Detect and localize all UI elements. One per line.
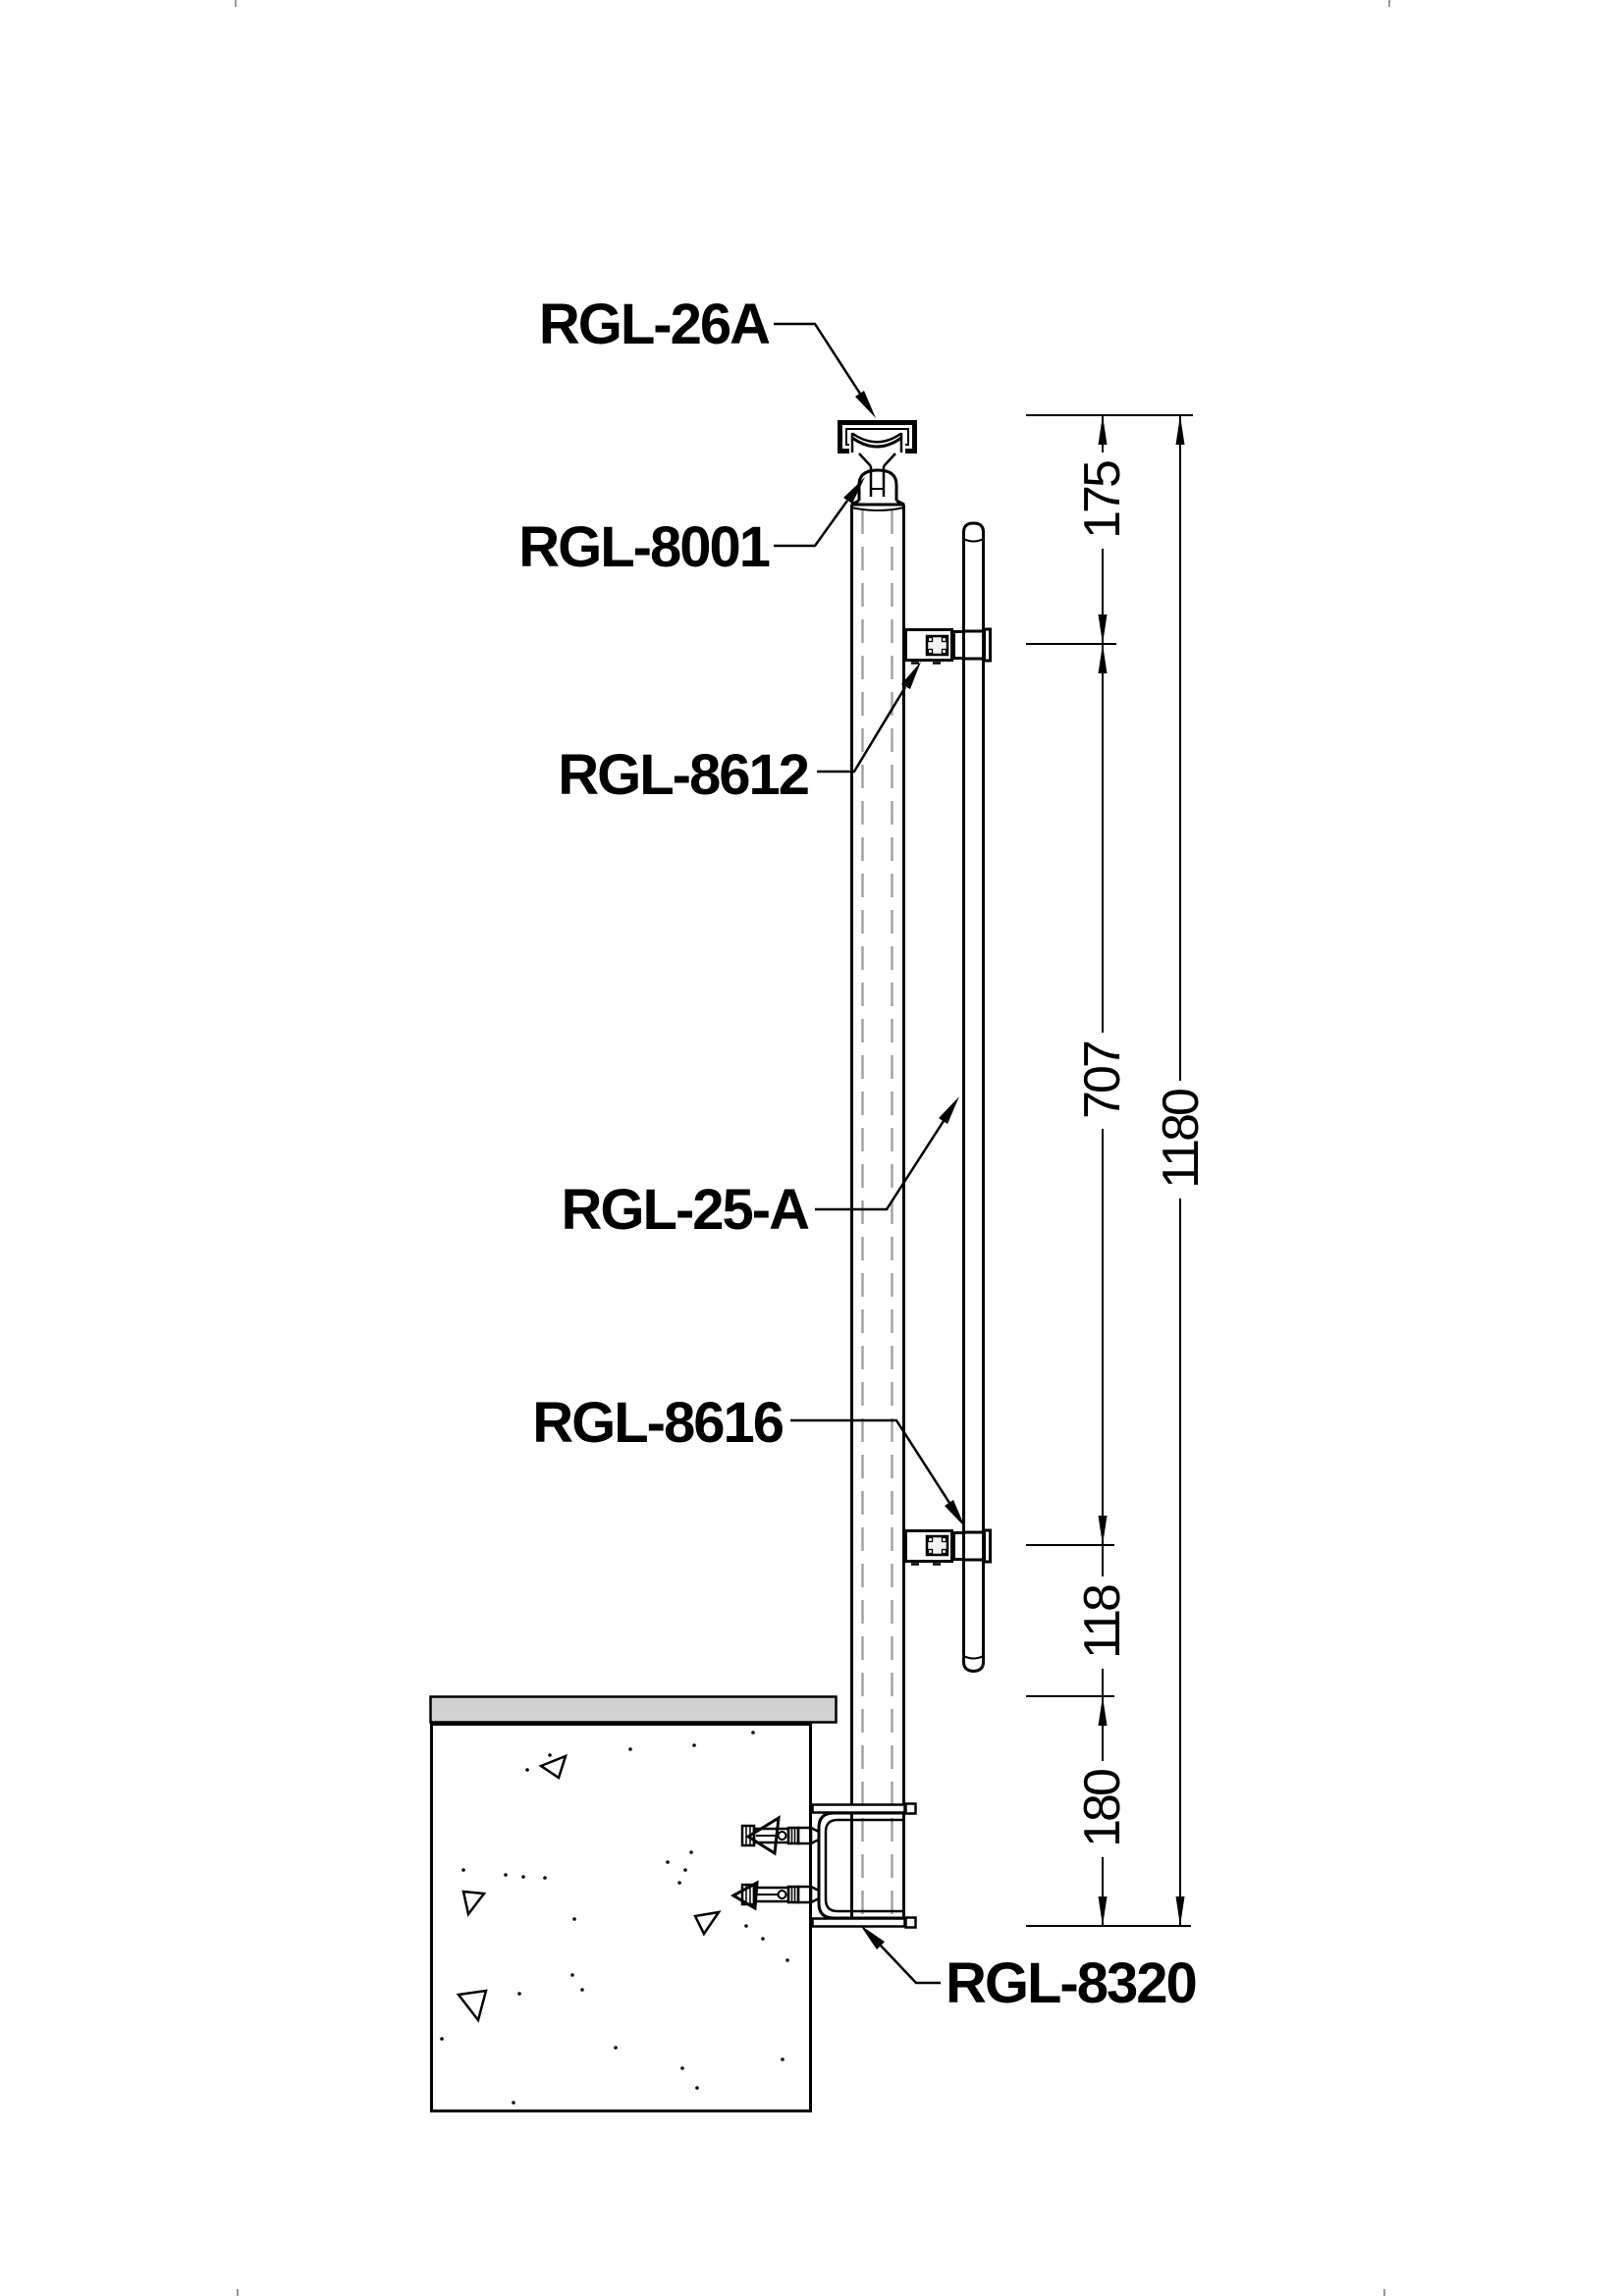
leader-upper-bracket — [817, 662, 921, 774]
page-corner-marks — [235, 0, 1390, 2296]
label-connector: RGL-8001 — [518, 515, 771, 579]
dim-1180: 1180 — [1153, 1081, 1210, 1199]
dim-line-stack — [1098, 415, 1108, 1926]
aggregate-triangles — [456, 1753, 722, 2023]
aggregate-triangle — [745, 1815, 781, 1856]
slab-top-band — [429, 1695, 838, 1724]
speckle-dots — [440, 1731, 789, 2105]
dim-175: 175 — [1074, 453, 1131, 549]
dim-707: 707 — [1074, 1033, 1131, 1129]
upper-bracket — [904, 627, 992, 665]
leader-connector — [774, 477, 865, 548]
concrete-slab — [430, 1723, 812, 2112]
anchor-bolt-lower — [730, 1880, 820, 1911]
anchor-bolt-upper — [740, 1815, 820, 1856]
lower-bracket — [904, 1528, 992, 1566]
leader-handrail — [815, 1096, 959, 1211]
leader-base-bracket — [860, 1925, 941, 1985]
aggregate-triangle — [730, 1880, 759, 1911]
post-centerlines — [861, 510, 893, 1914]
leader-lines — [774, 322, 965, 1985]
cap-saddle-arc — [850, 432, 903, 453]
leader-cap — [774, 322, 876, 418]
label-base-bracket: RGL-8320 — [946, 1951, 1198, 2015]
dim-118: 118 — [1074, 1576, 1131, 1669]
post — [850, 503, 905, 1918]
leader-lower-bracket — [790, 1418, 965, 1527]
label-lower-bracket: RGL-8616 — [532, 1391, 784, 1455]
label-upper-bracket: RGL-8612 — [558, 743, 810, 807]
handrail-bar — [962, 521, 985, 1674]
dim-180: 180 — [1074, 1761, 1131, 1857]
label-handrail: RGL-25-A — [561, 1178, 810, 1242]
base-bracket — [811, 1802, 917, 1929]
dim-extension-lines — [1026, 414, 1193, 1927]
connector-dome — [850, 453, 905, 507]
label-cap: RGL-26A — [538, 293, 771, 356]
top-cap — [838, 420, 917, 455]
